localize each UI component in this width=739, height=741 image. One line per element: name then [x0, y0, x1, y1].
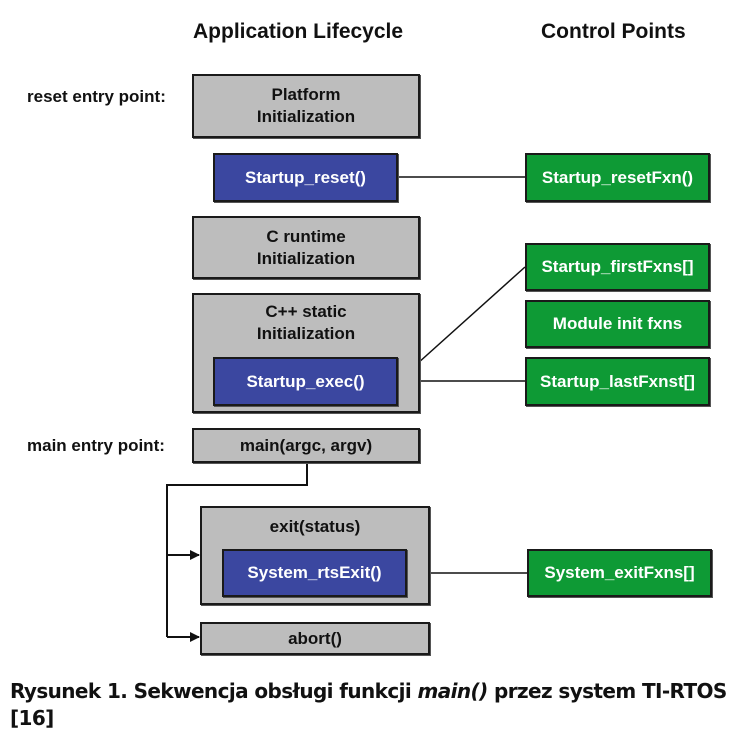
caption-prefix: Rysunek 1. Sekwencja obsługi funkcji — [10, 679, 418, 703]
main-box: main(argc, argv) — [192, 428, 420, 463]
abort-box: abort() — [200, 622, 430, 655]
c-runtime-init-box: C runtime Initialization — [192, 216, 420, 279]
system-rtsexit-box: System_rtsExit() — [222, 549, 407, 597]
main-entry-label: main entry point: — [27, 436, 165, 455]
startup-firstfxns-box: Startup_firstFxns[] — [525, 243, 710, 291]
figure-caption: Rysunek 1. Sekwencja obsługi funkcji mai… — [10, 678, 730, 732]
reset-entry-label: reset entry point: — [27, 87, 166, 106]
lifecycle-heading: Application Lifecycle — [193, 20, 404, 43]
startup-exec-box: Startup_exec() — [213, 357, 398, 406]
startup-resetfxn-box: Startup_resetFxn() — [525, 153, 710, 202]
caption-italic: main() — [417, 679, 489, 703]
platform-init-box: Platform Initialization — [192, 74, 420, 138]
caption-suffix: przez system TI-RTOS [16] — [10, 679, 727, 730]
control-points-heading: Control Points — [541, 20, 686, 43]
system-exitfxns-box: System_exitFxns[] — [527, 549, 712, 597]
main-flow-line — [166, 463, 308, 637]
startup-reset-box: Startup_reset() — [213, 153, 398, 202]
exit-status-label: exit(status) — [269, 517, 361, 536]
module-init-fxns-box: Module init fxns — [525, 300, 710, 348]
startup-lastfxns-box: Startup_lastFxnst[] — [525, 357, 710, 406]
cpp-static-init-label: C++ static Initialization — [256, 302, 356, 343]
